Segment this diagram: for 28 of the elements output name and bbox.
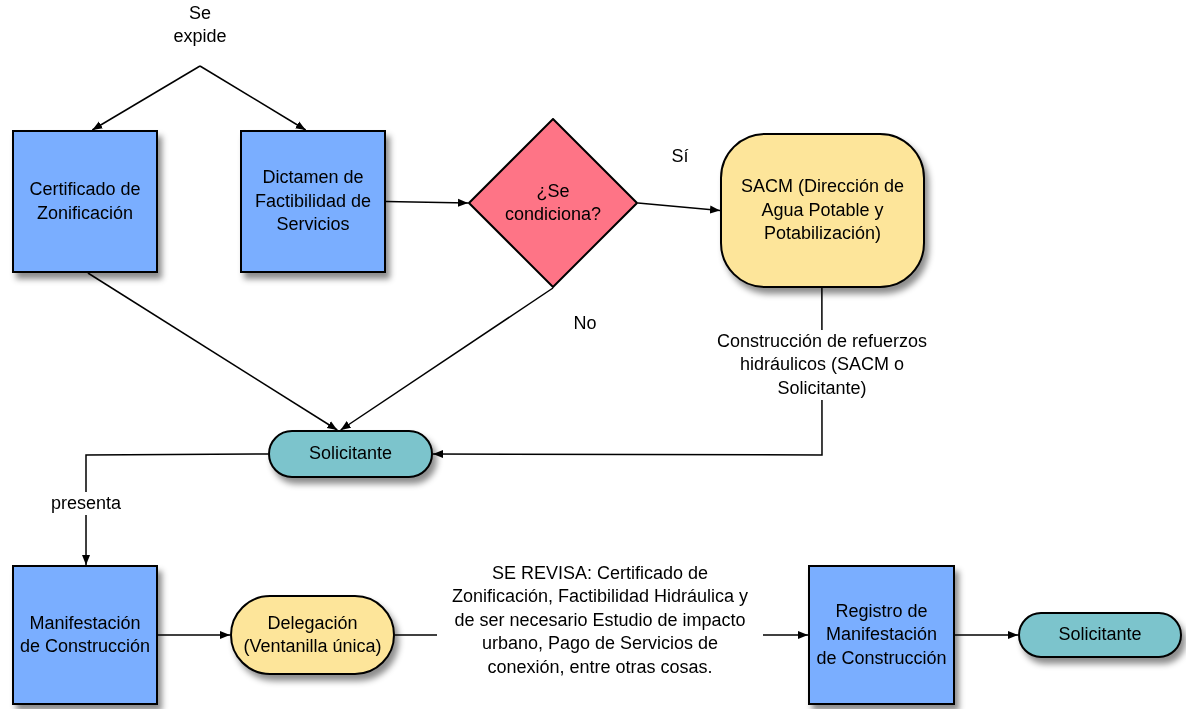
arrow xyxy=(91,65,201,131)
arrow xyxy=(82,453,269,566)
rounded-process-box xyxy=(720,133,925,288)
arrow xyxy=(339,287,554,431)
node-label: Manifestación de Construcción xyxy=(18,611,152,658)
node-label: Solicitante xyxy=(308,442,393,466)
node-label: Dictamen de Factibilidad de Servicios xyxy=(253,166,373,237)
node-label: Delegación (Ventanilla única) xyxy=(242,611,383,658)
arrow xyxy=(87,272,339,431)
terminal-pill xyxy=(1018,612,1182,658)
process-box xyxy=(808,565,955,705)
node-label: Solicitante xyxy=(1058,623,1142,647)
node-label: ¿Se condiciona? xyxy=(504,179,602,226)
process-box xyxy=(12,565,158,705)
node-label: Registro de Manifestación de Construcción xyxy=(815,599,948,670)
note-text: Se expide xyxy=(150,2,250,66)
arrow xyxy=(199,65,307,131)
node-label: Certificado de Zonificación xyxy=(28,178,142,225)
process-box xyxy=(240,130,386,273)
process-box xyxy=(12,130,158,273)
decision-diamond xyxy=(468,118,638,288)
arrow xyxy=(954,631,1019,639)
terminal-pill xyxy=(268,430,433,478)
node-label: SACM (Dirección de Agua Potable y Potabilización) xyxy=(739,175,905,246)
arrow xyxy=(385,198,469,207)
arrow xyxy=(157,631,231,639)
arrow xyxy=(637,202,721,214)
rounded-process-box xyxy=(230,595,395,675)
